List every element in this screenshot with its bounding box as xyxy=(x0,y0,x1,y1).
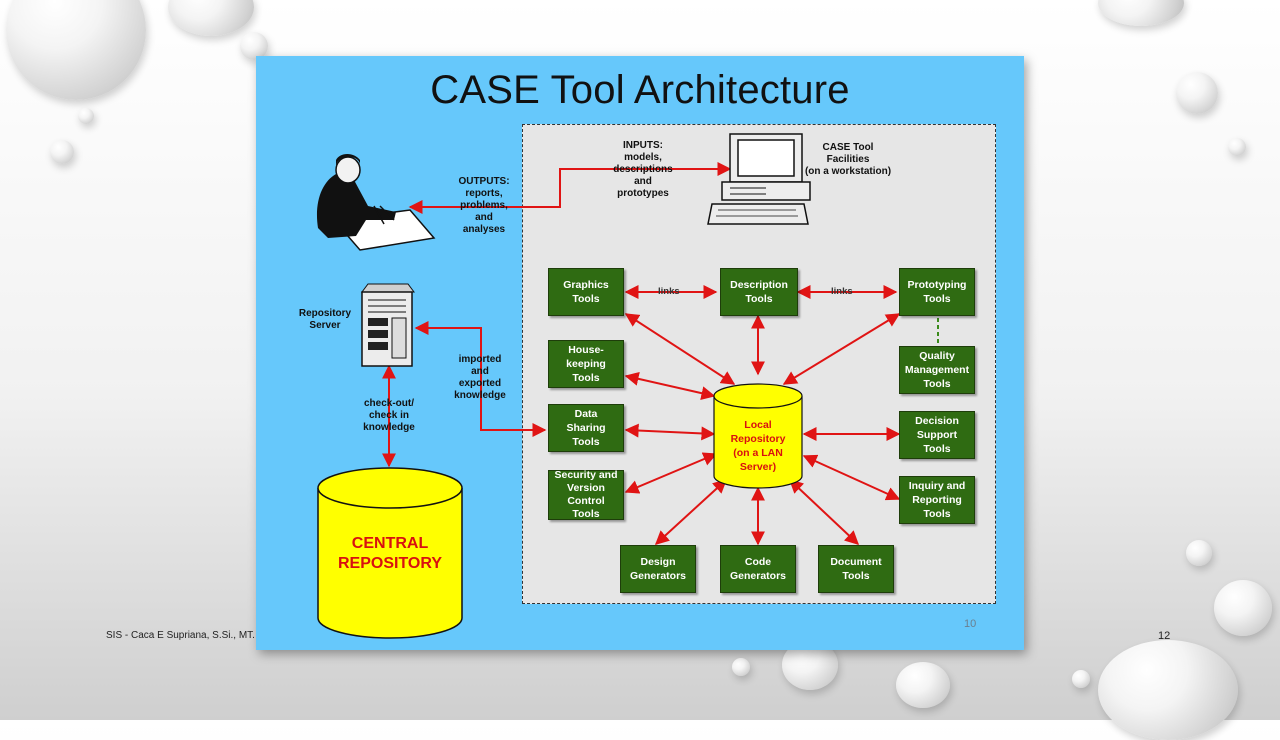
connector-arrows xyxy=(382,162,901,546)
water-drop xyxy=(1176,72,1218,114)
document-tools-box: Document Tools xyxy=(818,545,894,593)
water-drop xyxy=(6,0,146,100)
slide-title: CASE Tool Architecture xyxy=(430,68,850,112)
footer-author: SIS - Caca E Supriana, S.Si., MT. xyxy=(106,630,255,641)
water-drop xyxy=(1098,640,1238,740)
prototyping-tools-box: Prototyping Tools xyxy=(899,268,975,316)
security-version-tools-box: Security and Version Control Tools xyxy=(548,469,624,520)
workstation-computer-icon xyxy=(707,133,811,225)
water-drop xyxy=(732,658,750,676)
slide-number: 10 xyxy=(964,618,977,630)
inquiry-reporting-tools-box: Inquiry and Reporting Tools xyxy=(899,476,975,524)
water-drop xyxy=(78,108,94,124)
water-drop xyxy=(240,32,268,60)
graphics-tools-box: Graphics Tools xyxy=(548,268,624,316)
central-repository-cylinder xyxy=(317,467,463,639)
water-drop xyxy=(1186,540,1212,566)
data-sharing-tools-box: Data Sharing Tools xyxy=(548,404,624,452)
water-drop xyxy=(1214,580,1272,636)
water-drop xyxy=(896,662,950,708)
quality-management-tools-box: Quality Management Tools xyxy=(899,346,975,394)
water-drop xyxy=(1228,138,1246,156)
analyst-person-icon xyxy=(316,154,436,251)
water-drop xyxy=(50,140,74,164)
links-label-left: links xyxy=(658,286,680,297)
description-tools-box: Description Tools xyxy=(720,268,798,316)
water-drop xyxy=(168,0,254,36)
slide-image: CASE Tool Architecture xyxy=(256,56,1024,650)
repository-server-icon xyxy=(361,283,415,367)
water-drop xyxy=(1072,670,1090,688)
design-generators-box: Design Generators xyxy=(620,545,696,593)
local-repository-cylinder xyxy=(713,383,803,489)
code-generators-box: Code Generators xyxy=(720,545,796,593)
housekeeping-tools-box: House- keeping Tools xyxy=(548,340,624,388)
diagram-canvas xyxy=(316,133,939,639)
decision-support-tools-box: Decision Support Tools xyxy=(899,411,975,459)
footer-page-number: 12 xyxy=(1158,630,1171,642)
links-label-right: links xyxy=(831,286,853,297)
water-drop xyxy=(1098,0,1184,26)
